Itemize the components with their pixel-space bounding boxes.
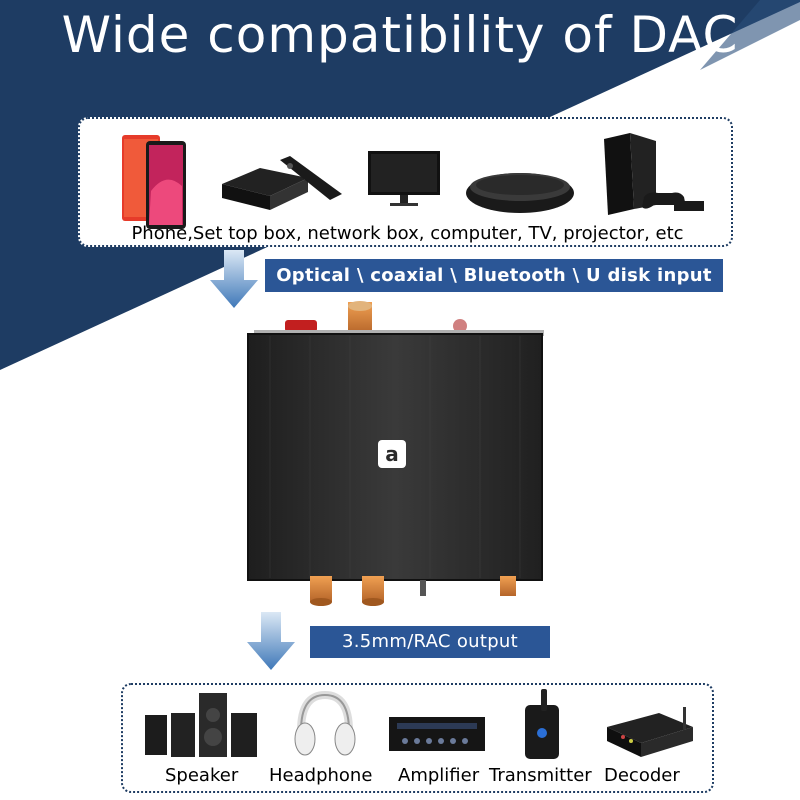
game-console-icon	[604, 133, 704, 215]
set-top-box-icon	[222, 156, 342, 210]
output-label-speaker: Speaker	[165, 765, 239, 786]
svg-text:a: a	[385, 442, 399, 466]
page-title: Wide compatibility of DAC	[61, 6, 739, 64]
output-label-headphone: Headphone	[269, 765, 373, 786]
source-devices-caption: Phone,Set top box, network box, computer…	[131, 223, 684, 244]
decoder-icon	[607, 707, 693, 757]
input-types-label: Optical \ coaxial \ Bluetooth \ U disk i…	[265, 259, 723, 292]
source-devices-panel: Phone,Set top box, network box, computer…	[78, 117, 733, 247]
output-devices-panel: Speaker Headphone Amplifier Transmitter …	[121, 683, 714, 793]
dac-device-image: a	[247, 301, 544, 606]
down-arrow-icon	[247, 612, 295, 670]
tv-icon	[368, 151, 440, 206]
transmitter-icon	[525, 689, 559, 759]
output-label-amplifier: Amplifier	[398, 765, 480, 786]
headphone-icon	[294, 691, 356, 756]
speaker-icon	[145, 693, 257, 757]
output-label-decoder: Decoder	[604, 765, 680, 786]
amplifier-icon	[389, 717, 485, 751]
network-box-icon	[466, 173, 574, 213]
output-types-label: 3.5mm/RAC output	[310, 626, 550, 658]
output-label-transmitter: Transmitter	[489, 765, 592, 786]
phone-icon	[122, 135, 186, 229]
down-arrow-icon	[210, 250, 258, 308]
